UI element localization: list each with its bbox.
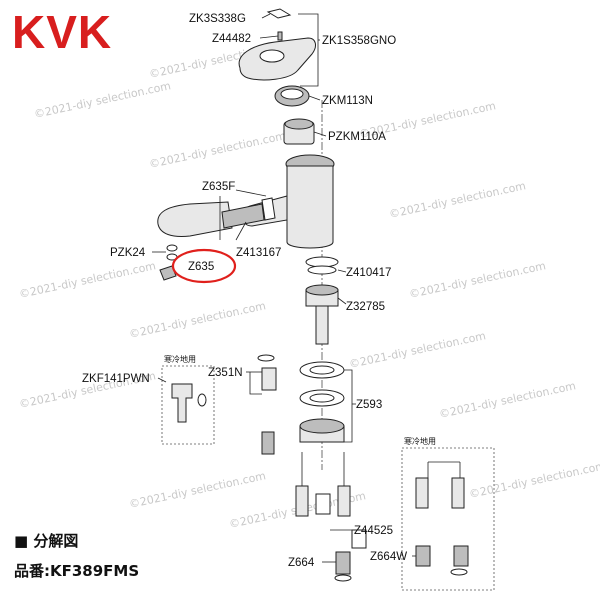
label-z32785: Z32785 bbox=[346, 301, 385, 313]
spout-body bbox=[286, 165, 334, 249]
hose-nut bbox=[261, 197, 276, 221]
watermark-text: ©2021-diy selection.com bbox=[438, 379, 577, 421]
watermark-text: ©2021-diy selection.com bbox=[18, 259, 157, 301]
supply-washer-z664w bbox=[450, 568, 468, 576]
lever-handle-recess bbox=[259, 49, 285, 63]
threaded-shank bbox=[315, 305, 329, 345]
label-z410417: Z410417 bbox=[346, 267, 391, 279]
gasket-z593-hole bbox=[309, 365, 335, 375]
washer-z593-hole bbox=[309, 393, 335, 403]
lock-nut-z593-top bbox=[299, 418, 345, 434]
label-z635: Z635 bbox=[188, 261, 214, 273]
cold-region-box-right bbox=[401, 447, 495, 591]
label-z44482: Z44482 bbox=[212, 33, 251, 45]
label-z664: Z664 bbox=[288, 557, 315, 569]
bracket-z44525 bbox=[351, 529, 367, 549]
label-z413167: Z413167 bbox=[236, 247, 281, 259]
washer-z410417 bbox=[307, 265, 337, 275]
watermark-text: ©2021-diy selection.com bbox=[408, 259, 547, 301]
bracket-z44525 bbox=[315, 493, 331, 515]
highlight-ring-z635 bbox=[171, 248, 237, 284]
label-z664w: Z664W bbox=[370, 551, 407, 563]
cold-region-box-left bbox=[161, 365, 215, 445]
drain-valve-zkf141pwn bbox=[171, 383, 193, 423]
supply-fitting-z664w bbox=[415, 477, 429, 509]
washer-z351n bbox=[257, 354, 275, 362]
caption-model: 品番:KF389FMS bbox=[14, 562, 139, 580]
kvk-logo: KVK bbox=[12, 6, 112, 58]
cap-zk3s338g bbox=[266, 8, 292, 19]
shower-head-z635f bbox=[157, 201, 233, 237]
nut-z32785-top bbox=[305, 284, 339, 296]
watermark-layer: ©2021-diy selection.com ©2021-diy select… bbox=[18, 39, 600, 531]
watermark-text: ©2021-diy selection.com bbox=[348, 329, 487, 371]
label-z351n: Z351N bbox=[208, 367, 243, 379]
supply-nut-z664 bbox=[335, 551, 351, 575]
supply-fitting-z664w bbox=[451, 477, 465, 509]
watermark-text: ©2021-diy selection.com bbox=[33, 79, 172, 121]
nozzle-z635 bbox=[159, 265, 177, 281]
watermark-text: ©2021-diy selection.com bbox=[468, 459, 600, 501]
label-z635f: Z635F bbox=[202, 181, 235, 193]
cold-region-label: 寒冷地用 bbox=[164, 354, 196, 364]
ring-zkm113n-inner bbox=[280, 88, 304, 100]
cold-region-label: 寒冷地用 bbox=[404, 436, 436, 446]
label-zk3s338g: ZK3S338G bbox=[189, 13, 246, 25]
oring-pzk24 bbox=[166, 244, 178, 252]
watermark-text: ©2021-diy selection.com bbox=[148, 129, 287, 171]
watermark-text: ©2021-diy selection.com bbox=[388, 179, 527, 221]
supply-nut-z664w bbox=[453, 545, 469, 567]
supply-washer-z664 bbox=[334, 574, 352, 582]
label-z44525: Z44525 bbox=[354, 525, 393, 537]
label-zkf141pwn: ZKF141PWN bbox=[82, 373, 150, 385]
fitting-z351n bbox=[261, 367, 277, 391]
label-zkm113n: ZKM113N bbox=[322, 95, 373, 107]
shower-hose-joint bbox=[221, 203, 265, 229]
drain-valve-cap bbox=[197, 393, 207, 407]
leader-lines bbox=[152, 13, 461, 563]
supply-fitting-z664 bbox=[295, 485, 309, 517]
label-zk1s358gno: ZK1S358GNO bbox=[322, 35, 396, 47]
label-pzkm110a: PZKM110A bbox=[328, 131, 386, 143]
label-pzk24: PZK24 bbox=[110, 247, 146, 259]
watermark-text: ©2021-diy selection.com bbox=[128, 469, 267, 511]
supply-fitting-z664 bbox=[337, 485, 351, 517]
caption-title: ■ 分解図 bbox=[14, 532, 78, 550]
supply-nut-z664w bbox=[415, 545, 431, 567]
filter-fitting bbox=[261, 431, 275, 455]
watermark-text: ©2021-diy selection.com bbox=[128, 299, 267, 341]
screw-z44482 bbox=[277, 31, 283, 41]
cartridge-top bbox=[284, 118, 314, 130]
label-z593: Z593 bbox=[356, 399, 382, 411]
